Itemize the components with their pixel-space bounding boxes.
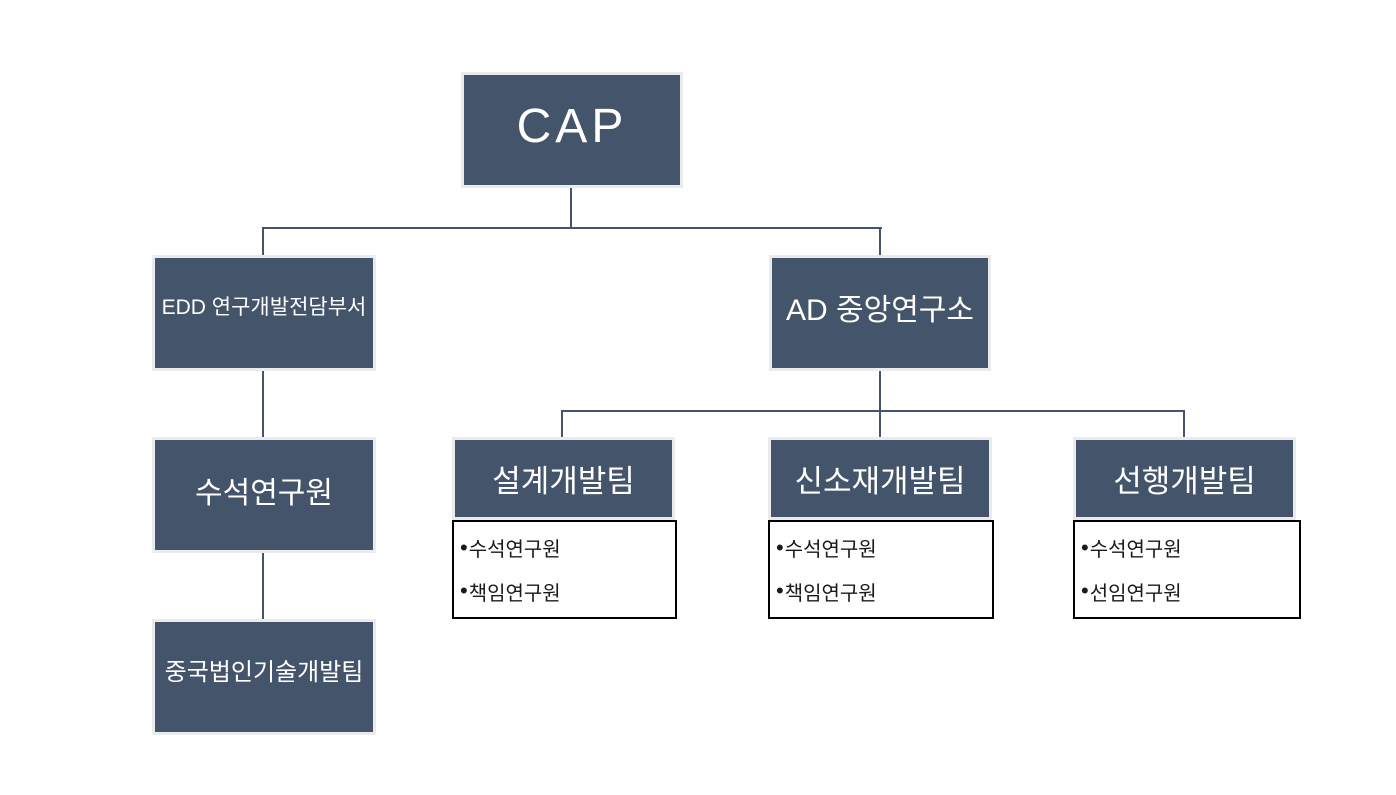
member-item: • 수석연구원: [460, 533, 669, 562]
connector-drop-team-advance: [1183, 410, 1185, 440]
connector-root-stem: [570, 186, 572, 229]
bullet-marker: •: [460, 534, 468, 560]
bullet-marker: •: [1081, 578, 1089, 604]
bullet-marker: •: [776, 534, 784, 560]
connector-ad-stem: [879, 369, 881, 412]
member-label: 책임연구원: [468, 582, 561, 605]
org-node-root: CAP: [461, 72, 683, 188]
member-item: • 수석연구원: [776, 533, 986, 562]
connector-edd-suseok: [262, 369, 264, 440]
org-node-china-tech-team-label: 중국법인기술개발팀: [164, 658, 364, 686]
org-node-ad-department: AD 중앙연구소: [769, 255, 991, 371]
bullet-marker: •: [1081, 534, 1089, 560]
org-node-chief-researcher: 수석연구원: [152, 437, 376, 553]
connector-drop-edd: [262, 227, 264, 258]
org-node-team-material: 신소재개발팀: [768, 437, 992, 520]
member-box-team-material: • 수석연구원 • 책임연구원: [768, 520, 994, 619]
connector-drop-team-design: [561, 410, 563, 440]
connector-level1-horizontal: [262, 227, 882, 229]
connector-teams-horizontal: [561, 410, 1185, 412]
connector-suseok-china: [262, 551, 264, 622]
member-item: • 수석연구원: [1081, 533, 1293, 562]
org-node-team-material-label: 신소재개발팀: [794, 464, 966, 499]
org-node-edd-department: EDD 연구개발전담부서: [152, 255, 376, 371]
member-label: 책임연구원: [784, 582, 877, 605]
member-item: • 선임연구원: [1081, 577, 1293, 606]
connector-drop-ad: [879, 227, 881, 258]
org-node-team-design: 설계개발팀: [452, 437, 675, 520]
member-label: 수석연구원: [468, 539, 561, 562]
member-box-team-advance: • 수석연구원 • 선임연구원: [1073, 520, 1301, 619]
member-item: • 책임연구원: [460, 577, 669, 606]
org-node-root-label: CAP: [516, 99, 628, 153]
org-node-ad-label: AD 중앙연구소: [785, 294, 974, 327]
org-node-chief-researcher-label: 수석연구원: [195, 477, 333, 510]
org-node-team-design-label: 설계개발팀: [492, 464, 635, 499]
member-label: 선임연구원: [1089, 582, 1182, 605]
member-item: • 책임연구원: [776, 577, 986, 606]
org-node-team-advance: 선행개발팀: [1073, 437, 1296, 520]
org-node-team-advance-label: 선행개발팀: [1113, 464, 1256, 499]
bullet-marker: •: [776, 578, 784, 604]
connector-drop-team-material: [879, 410, 881, 440]
member-label: 수석연구원: [1089, 539, 1182, 562]
member-label: 수석연구원: [784, 539, 877, 562]
org-node-china-tech-team: 중국법인기술개발팀: [152, 619, 376, 735]
member-box-team-design: • 수석연구원 • 책임연구원: [452, 520, 677, 619]
bullet-marker: •: [460, 578, 468, 604]
org-node-edd-label: EDD 연구개발전담부서: [161, 296, 367, 319]
